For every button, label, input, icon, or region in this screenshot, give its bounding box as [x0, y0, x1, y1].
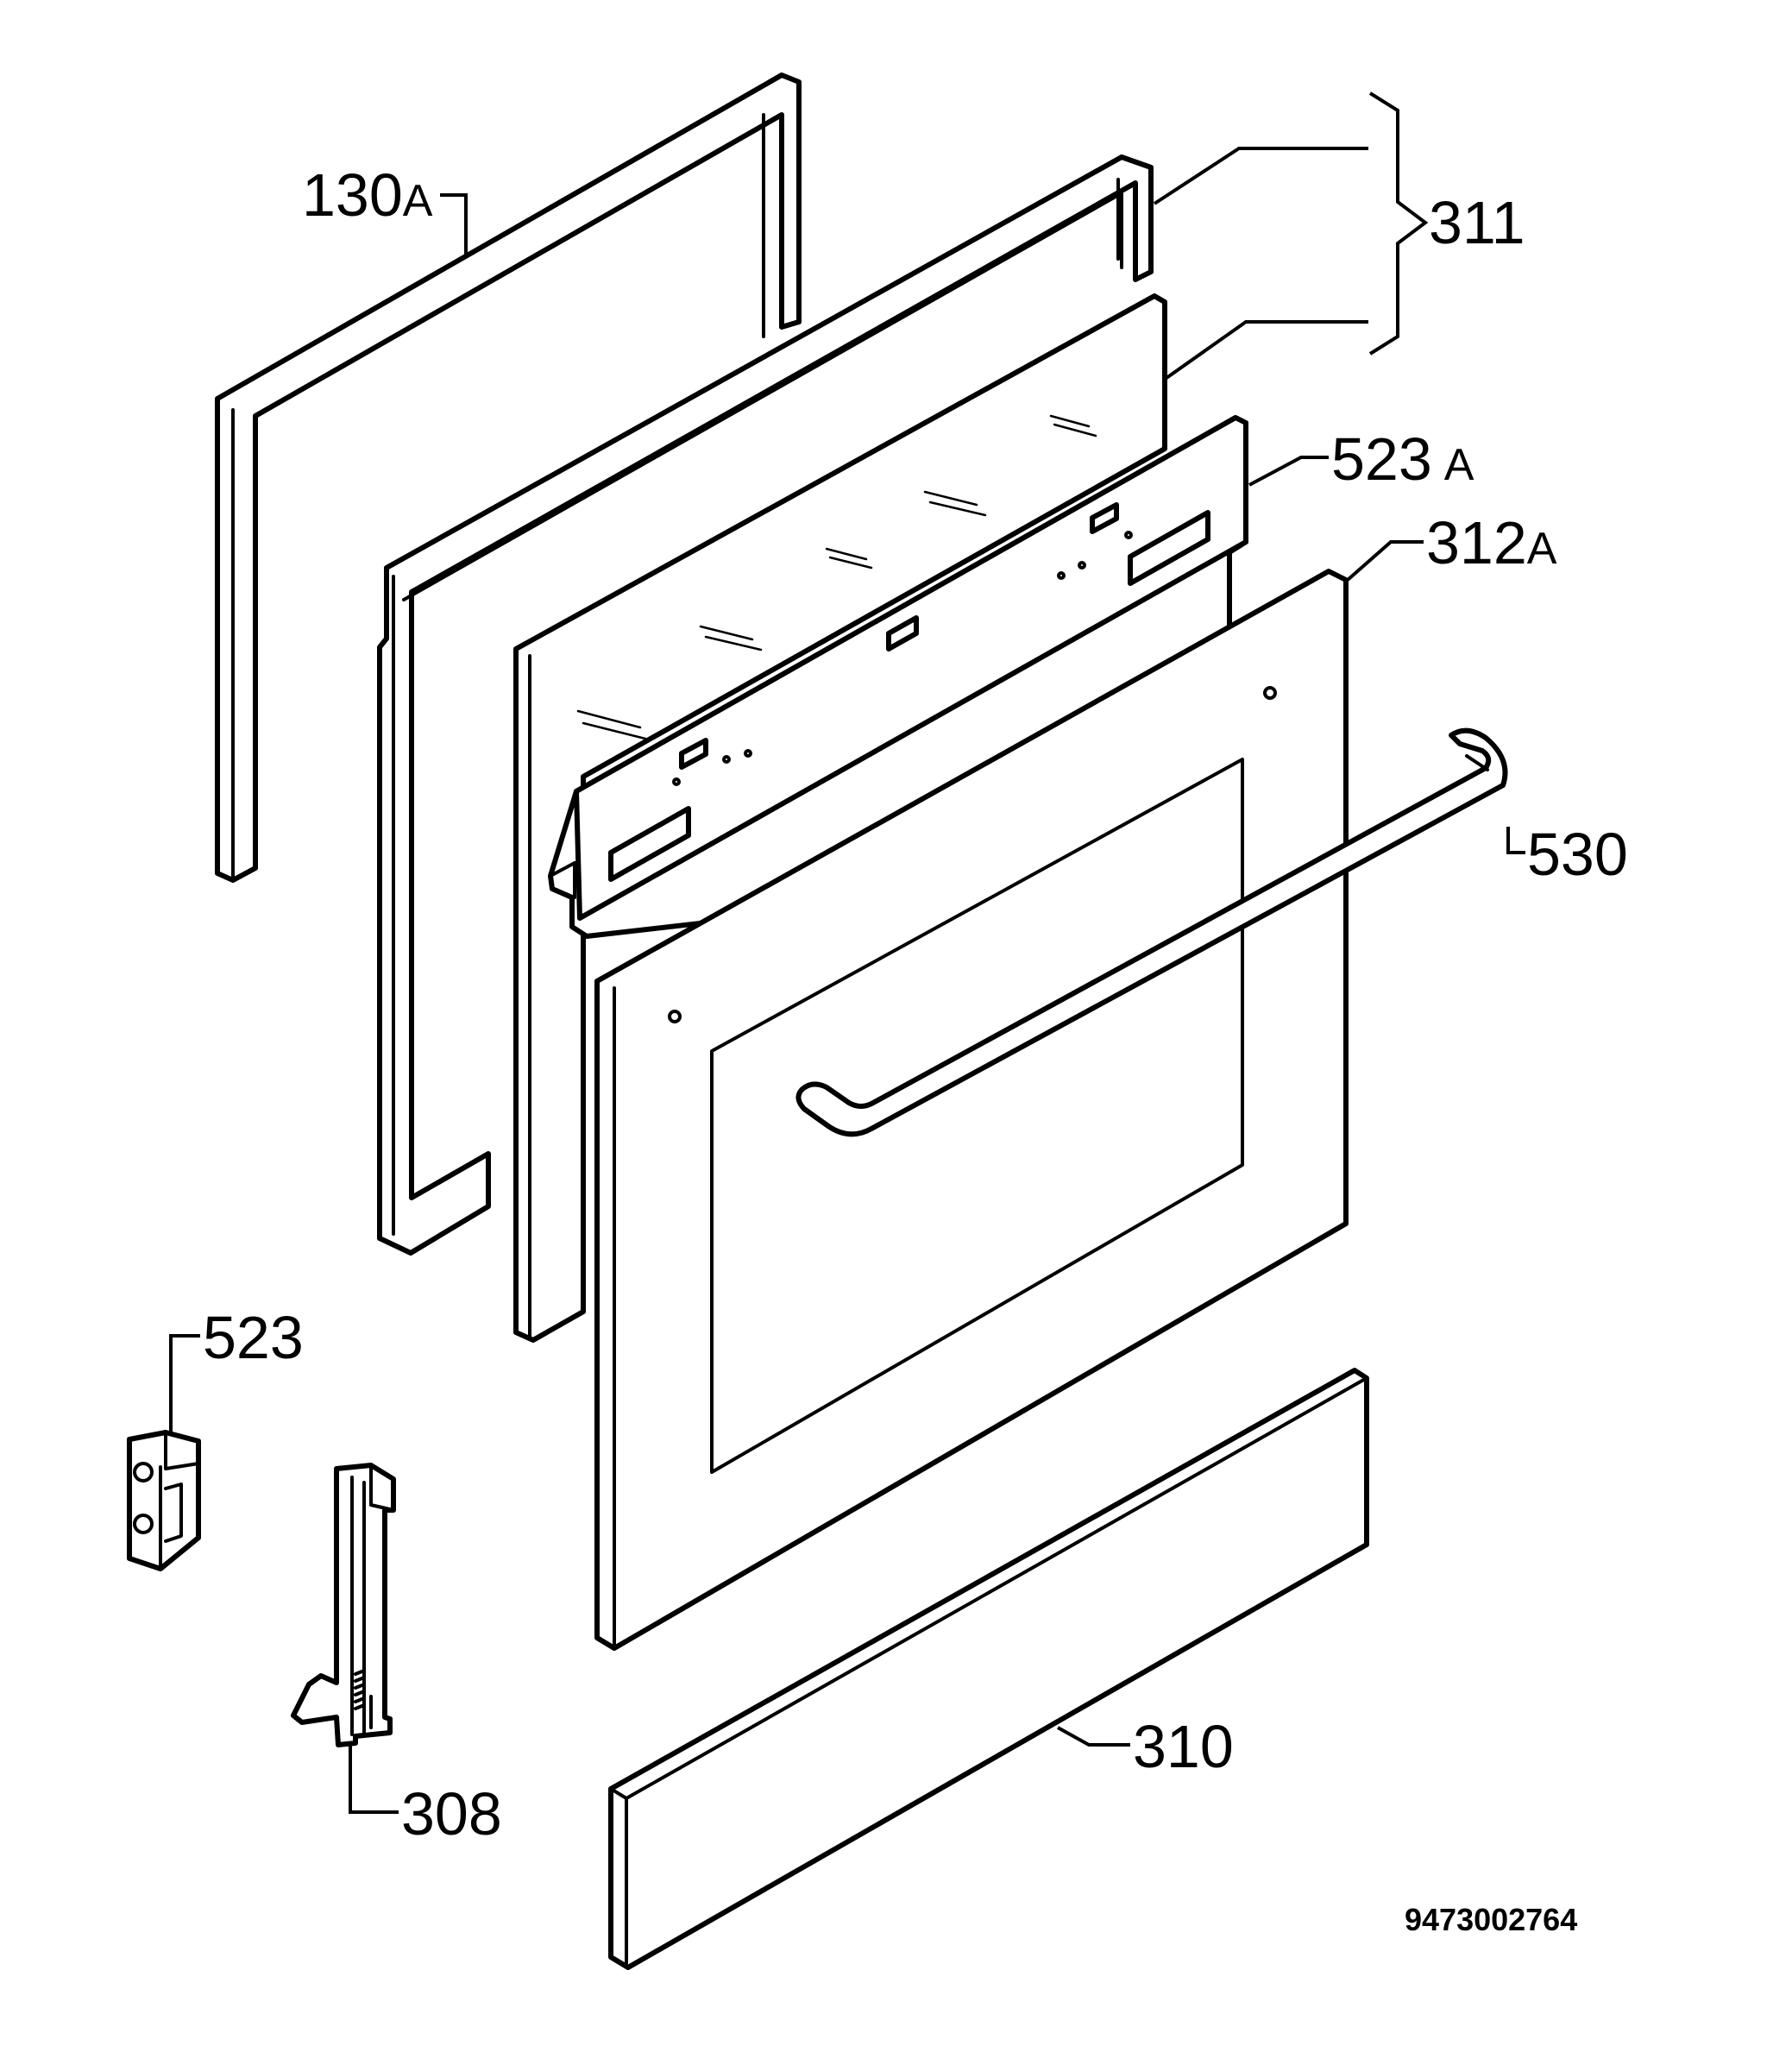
leader-530 [1506, 827, 1525, 854]
leader-523 [169, 1334, 200, 1436]
leader-311-top [1153, 147, 1368, 205]
label-130a: 130A [302, 161, 433, 229]
label-530: 530 [1527, 821, 1628, 888]
label-312a: 312A [1426, 509, 1557, 576]
label-523: 523 [203, 1304, 304, 1371]
part-308-hinge [291, 1463, 396, 1747]
leader-523a [1248, 456, 1329, 487]
part-130a-gasket [215, 72, 802, 883]
part-530-handle [795, 727, 1508, 1137]
leader-308 [349, 1745, 399, 1814]
label-308: 308 [401, 1780, 502, 1848]
part-312a-outer-glass [594, 569, 1349, 1651]
leader-130a [440, 193, 468, 255]
leader-lines [169, 91, 1525, 1814]
leader-311-bottom [1165, 320, 1368, 380]
label-311: 311 [1429, 189, 1525, 256]
part-310-bottom-trim [608, 1368, 1369, 1970]
document-number: 9473002764 [1405, 1902, 1577, 1937]
part-311-inner-frame [377, 154, 1154, 1256]
label-310: 310 [1133, 1713, 1234, 1780]
leader-312a [1346, 540, 1424, 582]
leader-310 [1057, 1726, 1130, 1747]
part-311-glass-pane [513, 293, 1167, 1343]
part-523-hinge-bracket [127, 1430, 201, 1571]
brace-311 [1368, 91, 1429, 356]
